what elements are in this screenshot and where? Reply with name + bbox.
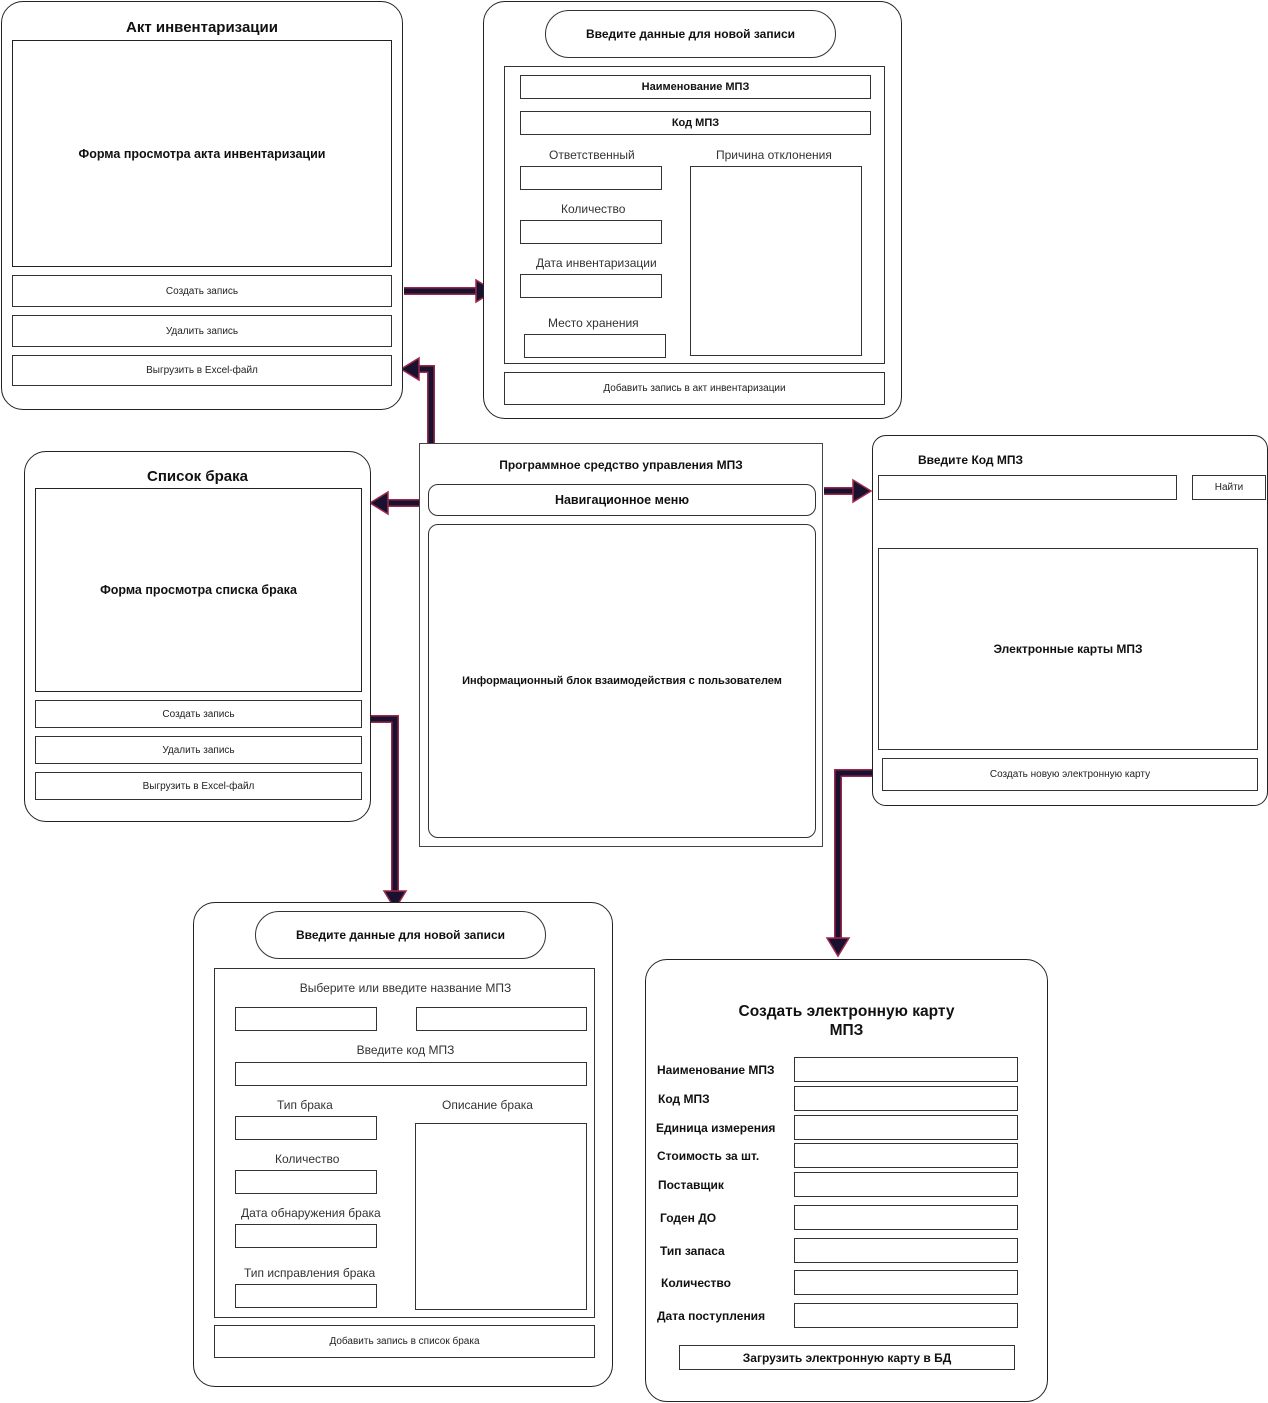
export-excel-button[interactable]: Выгрузить в Excel-файл xyxy=(12,355,392,386)
field-input-unit[interactable] xyxy=(794,1115,1018,1140)
enter-code-label: Введите Код МПЗ xyxy=(918,453,1024,467)
defect-list-panel: Список брака Форма просмотра списка брак… xyxy=(24,451,371,822)
quantity-input[interactable] xyxy=(520,220,662,244)
field-label-expiry: Годен ДО xyxy=(660,1211,717,1225)
main-app-panel: Программное средство управления МПЗ Нави… xyxy=(419,443,823,847)
user-interaction-info-block: Информационный блок взаимодействия с пол… xyxy=(428,524,816,838)
create-record-button[interactable]: Создать запись xyxy=(35,700,362,728)
arrow-nav-to-defects xyxy=(368,490,420,516)
defect-list-title: Список брака xyxy=(147,468,248,485)
upload-card-button[interactable]: Загрузить электронную карту в БД xyxy=(679,1345,1015,1370)
fix-type-input[interactable] xyxy=(235,1284,377,1308)
create-card-title: Создать электронную карту МПЗ xyxy=(646,1002,1047,1040)
create-card-title-line2: МПЗ xyxy=(829,1022,864,1039)
quantity-label: Количество xyxy=(561,202,626,216)
inventory-date-label: Дата инвентаризации xyxy=(536,256,657,270)
inventory-date-input[interactable] xyxy=(520,274,662,298)
electronic-cards-view: Электронные карты МПЗ xyxy=(878,548,1258,750)
new-act-record-panel: Введите данные для новой записи Наименов… xyxy=(483,1,902,419)
storage-location-input[interactable] xyxy=(524,334,666,358)
choose-mpz-label: Выберите или введите название МПЗ xyxy=(299,981,512,995)
field-label-stock-type: Тип запаса xyxy=(660,1244,725,1258)
storage-location-label: Место хранения xyxy=(548,316,639,330)
field-input-code[interactable] xyxy=(794,1086,1018,1111)
mpz-code-field[interactable]: Код МПЗ xyxy=(520,111,871,135)
new-record-header: Введите данные для новой записи xyxy=(545,10,836,58)
defect-description-input[interactable] xyxy=(415,1123,587,1310)
arrow-nav-to-search xyxy=(824,478,873,504)
field-label-name: Наименование МПЗ xyxy=(657,1063,775,1077)
export-excel-button[interactable]: Выгрузить в Excel-файл xyxy=(35,772,362,800)
mpz-name-field[interactable]: Наименование МПЗ xyxy=(520,75,871,99)
mpz-code-input[interactable] xyxy=(235,1062,587,1086)
found-date-input[interactable] xyxy=(235,1224,377,1248)
fix-type-label: Тип исправления брака xyxy=(244,1266,376,1280)
field-input-supplier[interactable] xyxy=(794,1172,1018,1197)
create-card-button[interactable]: Создать новую электронную карту xyxy=(882,758,1258,791)
field-label-supplier: Поставщик xyxy=(658,1178,724,1192)
enter-code-label: Введите код МПЗ xyxy=(356,1043,455,1057)
app-title: Программное средство управления МПЗ xyxy=(499,458,743,472)
mpz-name-select[interactable] xyxy=(235,1007,377,1031)
defect-description-label: Описание брака xyxy=(442,1098,533,1112)
delete-record-button[interactable]: Удалить запись xyxy=(35,736,362,764)
inventory-act-title: Акт инвентаризации xyxy=(126,19,278,36)
new-defect-record-panel: Введите данные для новой записи Выберите… xyxy=(193,902,613,1387)
field-label-arrival-date: Дата поступления xyxy=(657,1309,766,1323)
new-defect-record-form: Выберите или введите название МПЗ Введит… xyxy=(214,968,595,1318)
inventory-act-view-form: Форма просмотра акта инвентаризации xyxy=(12,40,392,267)
inventory-act-panel: Акт инвентаризации Форма просмотра акта … xyxy=(1,1,403,410)
defect-list-view-form: Форма просмотра списка брака xyxy=(35,488,362,692)
field-input-expiry[interactable] xyxy=(794,1205,1018,1230)
add-to-defect-list-button[interactable]: Добавить запись в список брака xyxy=(214,1325,595,1358)
field-input-quantity[interactable] xyxy=(794,1270,1018,1295)
create-card-title-line1: Создать электронную карту xyxy=(738,1003,955,1020)
found-date-label: Дата обнаружения брака xyxy=(241,1206,381,1220)
field-input-stock-type[interactable] xyxy=(794,1238,1018,1263)
deviation-reason-label: Причина отклонения xyxy=(716,148,832,162)
find-button[interactable]: Найти xyxy=(1192,475,1266,500)
deviation-reason-input[interactable] xyxy=(690,166,862,356)
arrow-search-to-new-card xyxy=(825,769,872,958)
create-card-panel: Создать электронную карту МПЗ Наименован… xyxy=(645,959,1048,1402)
field-label-quantity: Количество xyxy=(661,1276,731,1290)
field-input-arrival-date[interactable] xyxy=(794,1303,1018,1328)
field-input-name[interactable] xyxy=(794,1057,1018,1082)
field-label-price: Стоимость за шт. xyxy=(657,1149,760,1163)
delete-record-button[interactable]: Удалить запись xyxy=(12,315,392,347)
quantity-input[interactable] xyxy=(235,1170,377,1194)
mpz-name-input[interactable] xyxy=(416,1007,587,1031)
responsible-label: Ответственный xyxy=(549,148,635,162)
field-label-code: Код МПЗ xyxy=(658,1092,710,1106)
add-to-act-button[interactable]: Добавить запись в акт инвентаризации xyxy=(504,372,885,405)
field-label-unit: Единица измерения xyxy=(656,1121,776,1135)
mpz-search-panel: Введите Код МПЗ Найти Электронные карты … xyxy=(872,435,1268,806)
quantity-label: Количество xyxy=(275,1152,340,1166)
navigation-menu[interactable]: Навигационное меню xyxy=(428,484,816,516)
new-act-record-form: Наименование МПЗ Код МПЗ Ответственный П… xyxy=(504,66,885,364)
create-record-button[interactable]: Создать запись xyxy=(12,275,392,307)
responsible-input[interactable] xyxy=(520,166,662,190)
arrow-act-to-new-record xyxy=(404,278,496,304)
defect-type-label: Тип брака xyxy=(277,1098,333,1112)
field-input-price[interactable] xyxy=(794,1143,1018,1168)
mpz-code-input[interactable] xyxy=(878,475,1177,500)
new-record-header: Введите данные для новой записи xyxy=(255,911,546,959)
defect-type-input[interactable] xyxy=(235,1116,377,1140)
